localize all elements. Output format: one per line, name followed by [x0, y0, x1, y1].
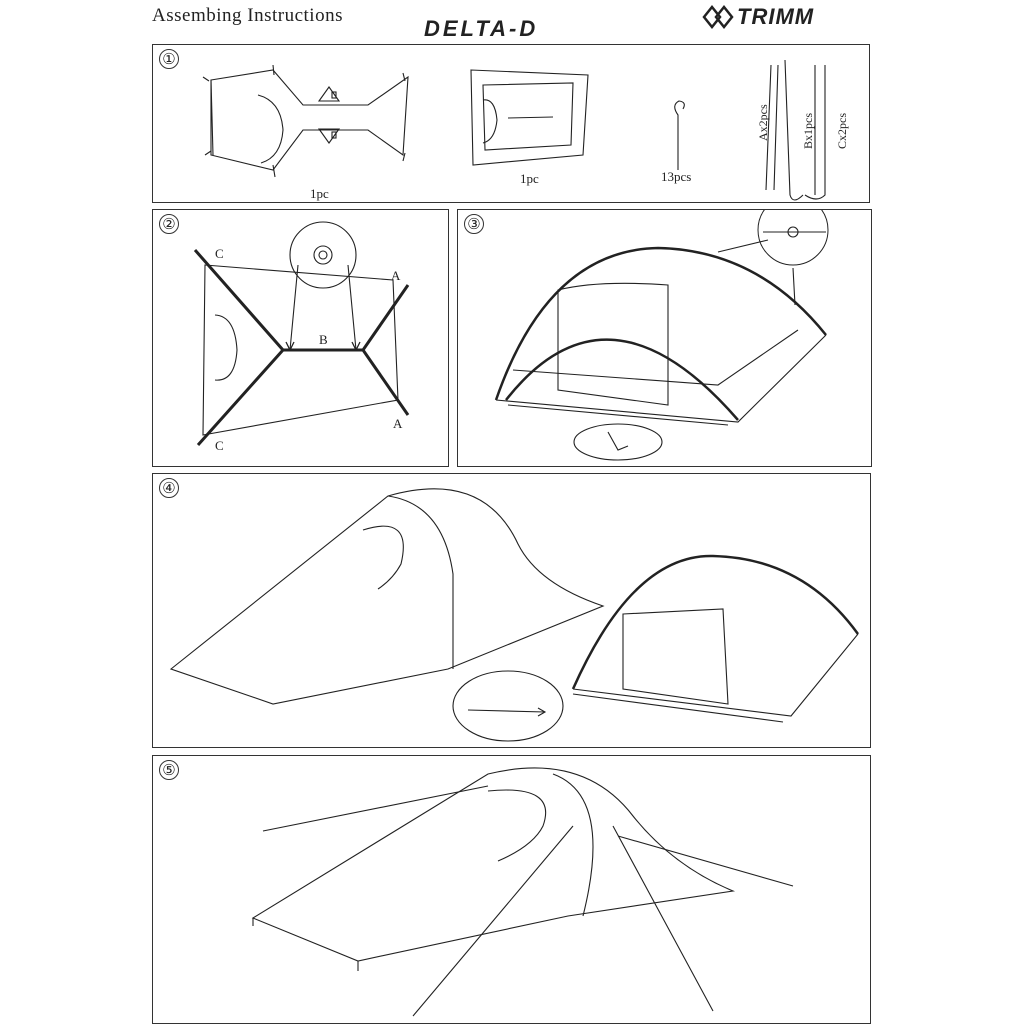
pole-b-marker: B: [319, 332, 328, 347]
pegs-quantity: 13pcs: [661, 169, 692, 184]
brand-logo: TRIMM: [700, 2, 870, 32]
step-number: ③: [464, 214, 484, 234]
step-2-panel: ② C A B C A: [152, 209, 449, 467]
pole-c-label: Cx2pcs: [835, 113, 849, 149]
pole-a-label: Ax2pcs: [756, 104, 770, 141]
guy-lines-illustration: [251, 767, 794, 1017]
step-number: ②: [159, 214, 179, 234]
step-5-panel: ⑤: [152, 755, 871, 1024]
pole-layout-illustration: [193, 221, 410, 447]
step-3-panel: ③: [457, 209, 872, 467]
peg-drawing: [674, 100, 685, 170]
step-number: ①: [159, 49, 179, 69]
flysheet-cover-illustration: [169, 488, 860, 742]
inner-tent-drawing: [470, 69, 589, 166]
step-1-panel: ① 1pc 1pc 13pcs Ax2pcs Bx1pcs C: [152, 44, 870, 203]
step-number: ⑤: [159, 760, 179, 780]
pole-b-label: Bx1pcs: [801, 113, 815, 149]
step-4-panel: ④: [152, 473, 871, 748]
flysheet-quantity: 1pc: [310, 186, 329, 201]
flysheet-drawing: [202, 64, 409, 178]
pole-c-top-marker: C: [215, 246, 224, 261]
inner-tent-illustration: [494, 210, 829, 461]
step-number: ④: [159, 478, 179, 498]
model-name: DELTA-D: [424, 16, 539, 41]
inner-tent-quantity: 1pc: [520, 171, 539, 186]
pole-a-bottom-marker: A: [393, 416, 403, 431]
pole-a-top-marker: A: [391, 268, 401, 283]
brand-mark-icon: [702, 4, 734, 30]
brand-name: TRIMM: [737, 4, 815, 29]
parts-illustration: [202, 59, 826, 201]
instructions-title: Assembing Instructions: [152, 5, 343, 26]
pole-c-bottom-marker: C: [215, 438, 224, 453]
poles-drawing: [765, 59, 826, 201]
